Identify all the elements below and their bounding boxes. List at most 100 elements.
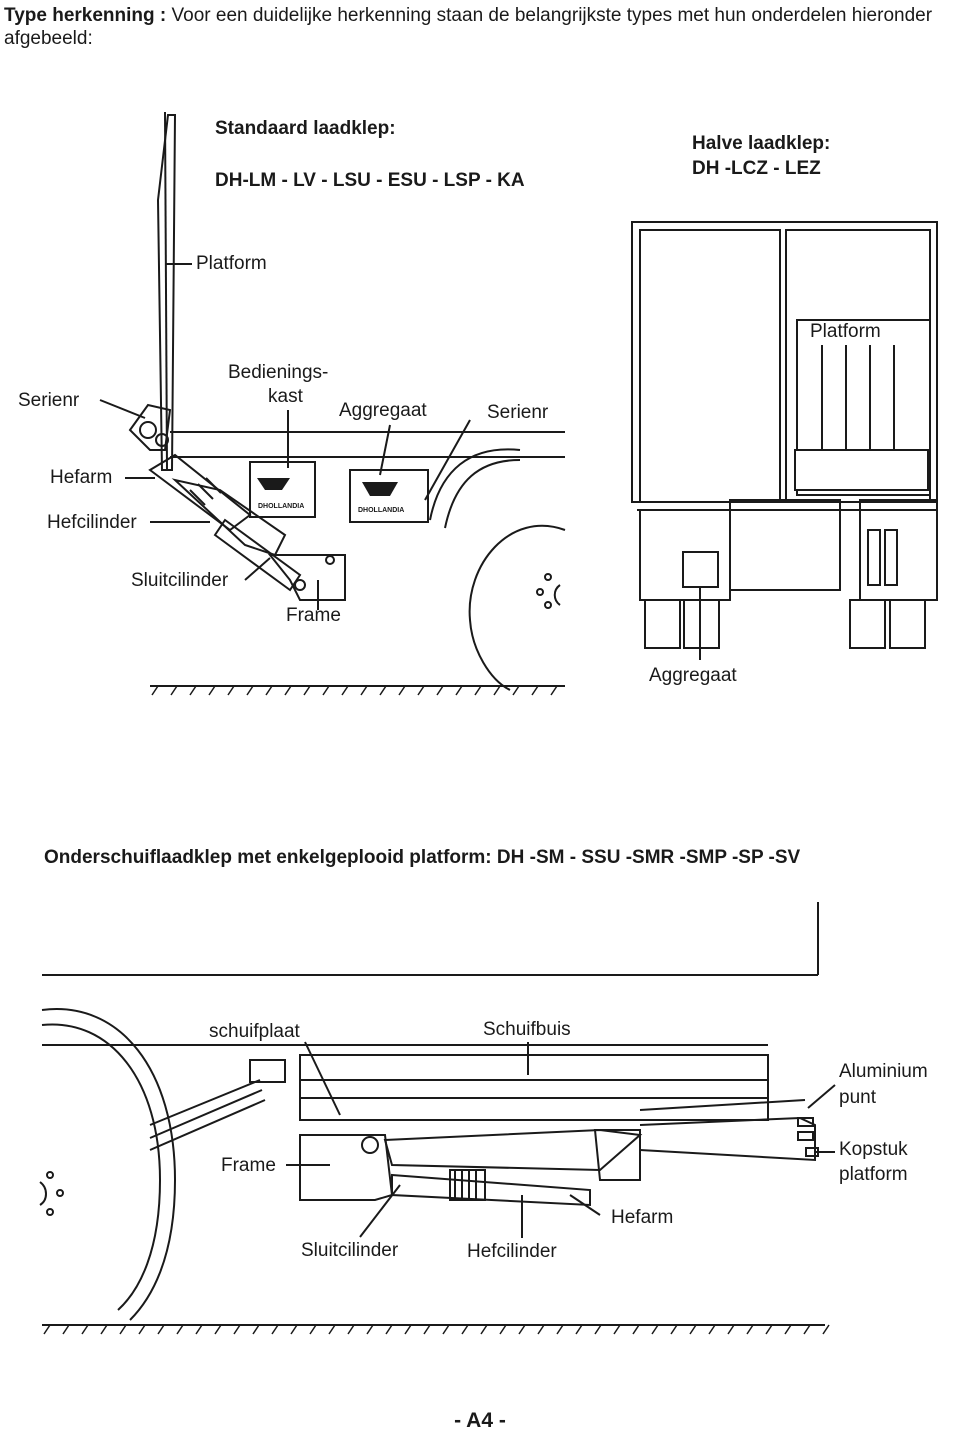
- hatch-mark: [195, 1324, 203, 1335]
- label-sluitcilinder: Sluitcilinder: [131, 570, 229, 591]
- label-bedieningskast-2: kast: [268, 386, 303, 407]
- hatch-mark: [442, 1324, 450, 1335]
- hatch-mark: [119, 1324, 127, 1335]
- label-bedieningskast-1: Bedienings-: [228, 362, 329, 383]
- label-hefcilinder-2: Hefcilinder: [467, 1241, 557, 1262]
- hatch-mark: [189, 685, 197, 696]
- hatch-mark: [537, 1324, 545, 1335]
- hatch-mark: [474, 685, 482, 696]
- label-schuifbuis: Schuifbuis: [483, 1019, 571, 1040]
- hatch-mark: [670, 1324, 678, 1335]
- hatch-mark: [436, 685, 444, 696]
- hatch-mark: [271, 1324, 279, 1335]
- hatch-mark: [100, 1324, 108, 1335]
- hatch-mark: [404, 1324, 412, 1335]
- hatch-mark: [493, 685, 501, 696]
- hatch-mark: [385, 1324, 393, 1335]
- label-hefarm: Hefarm: [50, 467, 113, 488]
- hatch-mark: [341, 685, 349, 696]
- fig1-heading-right: Halve laadklep:: [692, 133, 831, 154]
- fig1-types-right: DH -LCZ - LEZ: [692, 158, 821, 179]
- hatch-mark: [822, 1324, 830, 1335]
- page-number: - A4 -: [454, 1409, 506, 1432]
- ground-hatching-2: [43, 1324, 830, 1335]
- hatch-mark: [531, 685, 539, 696]
- hatch-mark: [499, 1324, 507, 1335]
- hatch-mark: [176, 1324, 184, 1335]
- hatch-mark: [303, 685, 311, 696]
- label-platform: Platform: [196, 253, 267, 274]
- fig1-types-left: DH-LM - LV - LSU - ESU - LSP - KA: [215, 170, 525, 191]
- hatch-mark: [461, 1324, 469, 1335]
- label-kopstuk-2: platform: [839, 1164, 908, 1185]
- label-hefcilinder: Hefcilinder: [47, 512, 137, 533]
- hatch-mark: [651, 1324, 659, 1335]
- label-frame: Frame: [286, 605, 341, 626]
- hatch-mark: [550, 685, 558, 696]
- hatch-mark: [423, 1324, 431, 1335]
- hatch-mark: [151, 685, 159, 696]
- hatch-mark: [708, 1324, 716, 1335]
- hatch-mark: [803, 1324, 811, 1335]
- logo-text-1: DHOLLANDIA: [258, 503, 304, 510]
- hatch-mark: [138, 1324, 146, 1335]
- hatch-mark: [784, 1324, 792, 1335]
- hatch-mark: [290, 1324, 298, 1335]
- hatch-mark: [284, 685, 292, 696]
- hatch-mark: [246, 685, 254, 696]
- hatch-mark: [765, 1324, 773, 1335]
- hatch-mark: [157, 1324, 165, 1335]
- hatch-mark: [81, 1324, 89, 1335]
- hatch-mark: [360, 685, 368, 696]
- label-sluitcilinder-2: Sluitcilinder: [301, 1240, 399, 1261]
- label-platform-right: Platform: [810, 321, 881, 343]
- hatch-mark: [233, 1324, 241, 1335]
- hatch-mark: [379, 685, 387, 696]
- hatch-mark: [322, 685, 330, 696]
- hatch-mark: [328, 1324, 336, 1335]
- hatch-mark: [208, 685, 216, 696]
- hatch-mark: [518, 1324, 526, 1335]
- label-kopstuk-1: Kopstuk: [839, 1139, 908, 1160]
- logo-text-2: DHOLLANDIA: [358, 507, 404, 514]
- hatch-mark: [689, 1324, 697, 1335]
- label-frame-2: Frame: [221, 1155, 276, 1176]
- fig2-heading: Onderschuiflaadklep met enkelgeplooid pl…: [44, 847, 801, 868]
- label-serienr-mid: Serienr: [487, 402, 549, 423]
- hatch-mark: [43, 1324, 51, 1335]
- label-aggregaat: Aggregaat: [339, 400, 427, 421]
- hatch-mark: [227, 685, 235, 696]
- hatch-mark: [398, 685, 406, 696]
- intro-text: Voor een duidelijke herkenning staan de …: [4, 5, 933, 49]
- hatch-mark: [575, 1324, 583, 1335]
- hatch-mark: [62, 1324, 70, 1335]
- fig1-heading-left: Standaard laadklep:: [215, 118, 396, 139]
- hatch-mark: [632, 1324, 640, 1335]
- hatch-mark: [455, 685, 463, 696]
- hatch-mark: [594, 1324, 602, 1335]
- hatch-mark: [309, 1324, 317, 1335]
- label-hefarm-2: Hefarm: [611, 1207, 674, 1228]
- hatch-mark: [252, 1324, 260, 1335]
- hatch-mark: [556, 1324, 564, 1335]
- hatch-mark: [417, 685, 425, 696]
- hatch-mark: [265, 685, 273, 696]
- hatch-mark: [613, 1324, 621, 1335]
- hatch-mark: [727, 1324, 735, 1335]
- hatch-mark: [746, 1324, 754, 1335]
- hatch-mark: [512, 685, 520, 696]
- intro-paragraph: Type herkenning : Voor een duidelijke he…: [4, 4, 954, 50]
- intro-title: Type herkenning :: [4, 5, 167, 26]
- ground-hatching-1: [151, 685, 558, 696]
- label-aluminium-1: Aluminium: [839, 1061, 928, 1082]
- label-schuifplaat: schuifplaat: [209, 1021, 300, 1042]
- label-aluminium-2: punt: [839, 1087, 876, 1108]
- hatch-mark: [170, 685, 178, 696]
- hatch-mark: [480, 1324, 488, 1335]
- label-serienr-left: Serienr: [18, 390, 80, 411]
- label-aggregaat-right: Aggregaat: [649, 665, 737, 686]
- hatch-mark: [366, 1324, 374, 1335]
- hatch-mark: [214, 1324, 222, 1335]
- figure1-drawing: DHOLLANDIA DHOLLANDIA: [99, 111, 938, 691]
